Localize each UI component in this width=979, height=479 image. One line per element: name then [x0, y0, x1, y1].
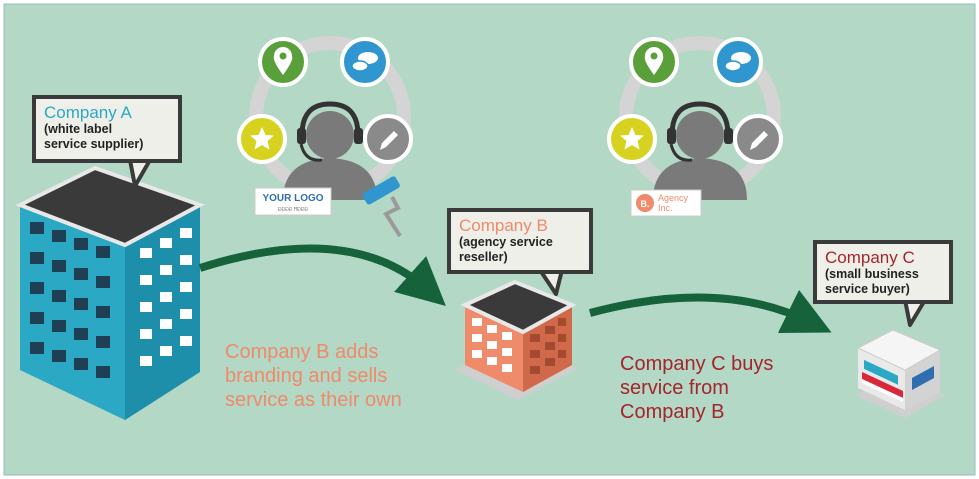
- pencil-icon: [363, 114, 413, 164]
- location-pin-icon: [629, 37, 679, 87]
- company-c-callout: Company C (small business service buyer): [813, 240, 953, 304]
- your-logo-text: YOUR LOGO: [262, 193, 323, 204]
- caption-company-c: Company C buys service from Company B: [620, 352, 773, 424]
- caption-c-line1: Company C buys: [620, 353, 774, 375]
- agency-logo-line1: Agency: [658, 193, 689, 203]
- company-a-sub-line1: (white label: [44, 122, 113, 136]
- company-b-sub-line1: (agency service: [459, 235, 553, 249]
- company-b-building-icon: [455, 279, 578, 400]
- company-a-callout: Company A (white label service supplier): [32, 95, 182, 163]
- chat-bubble-icon: [713, 37, 763, 87]
- caption-c-line2: service from: [620, 377, 729, 399]
- company-a-building-icon: [15, 165, 205, 420]
- headset-agent-icon: [283, 101, 377, 200]
- caption-company-b: Company B adds branding and sells servic…: [225, 340, 402, 412]
- service-ring-agency: B. Agency Inc.: [607, 36, 783, 217]
- arrow-b-to-c: [588, 289, 832, 334]
- service-ring-supplier: YOUR LOGO ĐĐĐĐ ĦĐĐĐ: [237, 36, 413, 238]
- company-c-sub-line1: (small business: [825, 267, 919, 281]
- chat-bubble-icon: [340, 37, 390, 87]
- star-icon: [607, 114, 657, 164]
- caption-b-line2: branding and sells: [225, 365, 388, 387]
- location-pin-icon: [258, 37, 308, 87]
- caption-b-line1: Company B adds: [225, 341, 379, 363]
- paint-roller-icon: [362, 176, 402, 238]
- caption-c-line3: Company B: [620, 401, 725, 423]
- agency-logo-mark: [636, 194, 654, 212]
- agency-logo-mark-text: B.: [641, 199, 650, 209]
- company-c-sub-line2: service buyer): [825, 282, 910, 296]
- company-b-name: Company B: [459, 216, 548, 235]
- company-c-name: Company C: [825, 248, 915, 267]
- storefront-icon: [855, 329, 945, 418]
- company-a-name: Company A: [44, 103, 132, 122]
- star-icon: [237, 114, 287, 164]
- caption-b-line3: service as their own: [225, 389, 402, 411]
- company-b-callout: Company B (agency service reseller): [447, 208, 593, 274]
- your-logo-subtext: ĐĐĐĐ ĦĐĐĐ: [278, 207, 309, 213]
- company-a-sub-line2: service supplier): [44, 137, 144, 151]
- company-b-sub-line2: reseller): [459, 250, 508, 264]
- agency-logo-line2: Inc.: [658, 203, 673, 213]
- pencil-icon: [733, 114, 783, 164]
- your-logo-tag: [254, 187, 332, 216]
- arrow-a-to-b: [198, 244, 446, 307]
